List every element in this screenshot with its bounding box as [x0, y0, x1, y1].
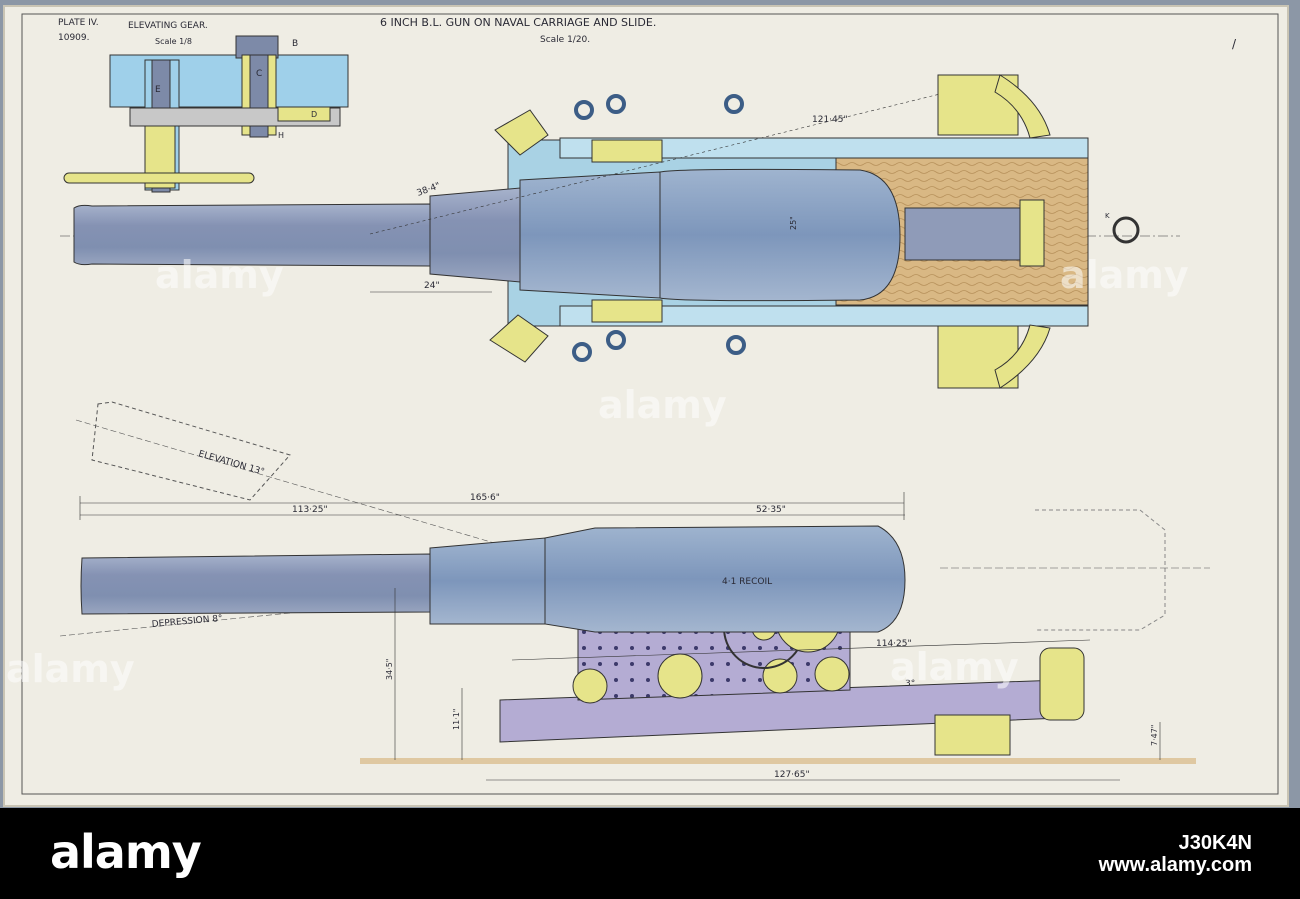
- elev-dim-3-label: 3°: [905, 679, 915, 689]
- plan-breech-screw: [904, 207, 1036, 261]
- plan-toothed-arc-bottom: [994, 324, 1051, 389]
- plan-dim-25-label: 25": [789, 216, 798, 230]
- watermark: alamy: [598, 383, 727, 427]
- gear-label-e: E: [155, 85, 161, 95]
- plan-gun-chase: [429, 187, 521, 283]
- elev-dim-34-label: 34·5": [385, 659, 394, 681]
- elevating-gear-detail: B C E H D: [63, 35, 349, 193]
- plan-eyebolt: [572, 342, 592, 362]
- recoil-label: 4·1 RECOIL: [722, 577, 772, 587]
- plan-yellow-block-bottom: [591, 299, 663, 323]
- gear-label-h: H: [278, 131, 284, 140]
- elev-dim-747-label: 7·47": [1150, 725, 1159, 747]
- watermark: alamy: [6, 647, 135, 691]
- elev-dim-165-label: 165·6": [470, 493, 500, 503]
- page-mark: /: [1232, 37, 1237, 51]
- gear-label-d: D: [311, 110, 317, 119]
- plan-eyebolt: [574, 100, 594, 120]
- carriage-wheel: [814, 656, 850, 692]
- plate-number-label: PLATE IV.: [58, 18, 99, 28]
- plan-yellow-fitting-top-left: [494, 109, 549, 156]
- elevation-gun-barrel: [80, 553, 431, 615]
- plate-id-label: 10909.: [58, 33, 90, 43]
- elev-dim-113-label: 113·25": [292, 505, 328, 515]
- elev-dim-114-label: 114·25": [876, 639, 912, 649]
- plan-eyebolt: [726, 335, 746, 355]
- plan-label-k: K: [1105, 212, 1110, 220]
- plan-breech-ring: [1112, 216, 1140, 244]
- elev-dim-52-label: 52·35": [756, 505, 786, 515]
- gear-title: ELEVATING GEAR.: [128, 21, 208, 31]
- elevation-deck-line: [360, 758, 1196, 764]
- carriage-wheel: [657, 653, 703, 699]
- elevation-gun-body: [544, 525, 906, 633]
- main-scale: Scale 1/20.: [540, 35, 590, 45]
- plate-border: [21, 13, 1279, 795]
- plan-dim-121-label: 121·45": [812, 115, 848, 125]
- elev-dim-11-label: 11·1": [452, 709, 461, 731]
- gear-bearing-d: [277, 106, 331, 122]
- watermark: alamy: [1060, 253, 1189, 297]
- plan-yellow-fitting-bottom-left: [489, 314, 549, 363]
- elev-dim-127-label: 127·65": [774, 770, 810, 780]
- watermark: alamy: [155, 253, 284, 297]
- plan-eyebolt: [724, 94, 744, 114]
- plan-yellow-block-top: [591, 139, 663, 163]
- gear-crank-handle: [63, 172, 255, 184]
- image-id-label: J30K4N: [1178, 832, 1252, 854]
- gear-scale: Scale 1/8: [155, 37, 192, 46]
- plan-eyebolt: [606, 94, 626, 114]
- elev-dim-114-line: [511, 639, 1091, 661]
- plan-dim-121: [369, 93, 941, 235]
- watermark: alamy: [890, 645, 1019, 689]
- elevation-rear-gear: [1039, 647, 1085, 721]
- gear-label-b: B: [292, 39, 298, 49]
- plan-bottom-rail: [559, 305, 1089, 327]
- recoil-breech-outline: [1035, 509, 1166, 631]
- elevation-view: ELEVATION 13° DEPRESSION 8° 165·6" 113·2…: [59, 401, 1210, 781]
- plan-dim-24-label: 24": [424, 281, 440, 291]
- elevation-rear-bracket: [934, 714, 1011, 756]
- gear-label-c: C: [256, 69, 262, 79]
- footer-bar: [0, 808, 1300, 899]
- plan-gun-body: [519, 171, 661, 299]
- carriage-wheel: [572, 668, 608, 704]
- plan-view: 121·45" 38·4" 24" 25" K: [60, 74, 1180, 389]
- elevation-gun-chase: [429, 537, 546, 625]
- main-title: 6 INCH B.L. GUN ON NAVAL CARRIAGE AND SL…: [380, 16, 656, 29]
- site-url-link[interactable]: www.alamy.com: [1098, 854, 1252, 876]
- alamy-logo[interactable]: alamy: [50, 825, 202, 879]
- plan-toothed-arc-top: [994, 74, 1051, 139]
- plan-breech-gear: [1019, 199, 1045, 267]
- plan-eyebolt: [606, 330, 626, 350]
- plan-top-rail: [559, 137, 1089, 159]
- plan-gun-breech: [659, 168, 901, 302]
